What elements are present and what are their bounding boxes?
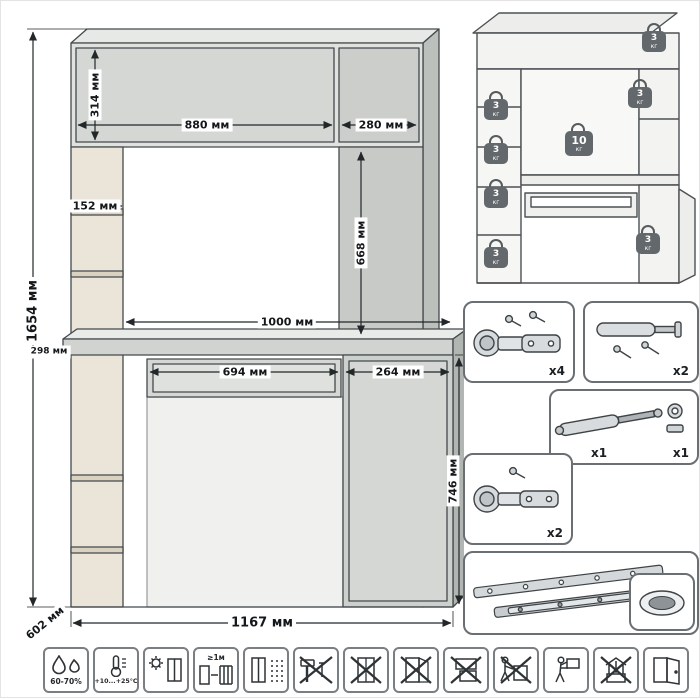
dim-drawer-width: 694 мм	[219, 365, 271, 379]
hinge-small-count: x2	[546, 526, 563, 540]
dim-shelf-depth: 152 мм	[69, 199, 121, 213]
person-carrying-icon	[555, 656, 580, 683]
care-icon-no-open-door-load	[393, 647, 439, 693]
person-dragging-crossed-icon	[500, 656, 532, 684]
hardware-hinges-small: x2	[463, 453, 573, 545]
hinge-large-count: x4	[548, 364, 565, 378]
hardware-dampers: x2	[583, 301, 699, 383]
dim-left-depth: 298 мм	[27, 345, 71, 359]
heater-distance-label: ≥1м	[207, 652, 225, 662]
gas-lift-count: x1	[591, 446, 608, 460]
sun-and-cabinet-icon	[149, 656, 182, 682]
dim-top-cabinet-height: 314 мм	[88, 69, 102, 121]
care-icon-no-dragging	[493, 647, 539, 693]
water-drops-icon	[52, 654, 80, 674]
care-icon-no-tipping	[343, 647, 389, 693]
care-icon-ventilation	[243, 647, 289, 693]
load-capacity-drawing	[472, 12, 696, 284]
open-cabinet-crossed-icon	[400, 656, 432, 684]
dim-top-right-width: 280 мм	[355, 118, 407, 132]
kettlebell-handle-icon	[633, 79, 647, 88]
kettlebell-handle-icon	[489, 135, 503, 144]
hammer-crossed-icon	[299, 656, 333, 684]
kettlebell-handle-icon	[647, 23, 661, 32]
care-icon-no-stacking	[443, 647, 489, 693]
kettlebell-handle-icon	[571, 123, 585, 132]
temperature-range-label: +10...+25°C	[94, 677, 138, 685]
damper-count: x2	[672, 364, 689, 378]
care-icon-no-direct-sunlight	[143, 647, 189, 693]
stacked-boxes-crossed-icon	[450, 656, 482, 684]
dim-top-door-width: 880 мм	[181, 118, 233, 132]
dim-overall-height: 1654 мм	[26, 277, 41, 345]
hardware-cable-grommet	[629, 573, 695, 631]
well-crossed-icon	[600, 656, 632, 684]
dim-desktop-width: 1000 мм	[257, 315, 317, 329]
dim-niche-height: 668 мм	[354, 217, 368, 269]
care-icon-no-hammering	[293, 647, 339, 693]
care-icon-open-door	[643, 647, 689, 693]
care-icon-carry-properly	[543, 647, 589, 693]
humidity-range-label: 60-70%	[50, 676, 82, 686]
kettlebell-handle-icon	[489, 179, 503, 188]
care-icon-heater-distance: ≥1м	[193, 647, 239, 693]
kettlebell-handle-icon	[641, 225, 655, 234]
care-icon-humidity: 60-70%	[43, 647, 89, 693]
care-icon-temperature: +10...+25°C	[93, 647, 139, 693]
radiator-distance-icon	[199, 664, 233, 685]
kettlebell-handle-icon	[489, 239, 503, 248]
hardware-gas-lift: x1 x1	[549, 389, 699, 465]
dim-overall-width: 1167 мм	[228, 616, 296, 630]
hardware-hinges-large: x4	[463, 301, 575, 383]
hinge-icon	[473, 310, 561, 357]
gas-lift-icon	[554, 403, 684, 437]
dim-cabinet-width: 264 мм	[372, 365, 424, 379]
care-icon-strip: 60-70% +10...+25°C ≥	[43, 647, 689, 693]
cabinet-and-vents-icon	[251, 657, 283, 683]
kettlebell-handle-icon	[489, 91, 503, 100]
hinge-icon	[473, 466, 559, 513]
dim-desk-height: 746 мм	[446, 455, 460, 507]
cabinet-crossed-icon	[350, 656, 382, 684]
grommet-icon	[639, 590, 685, 616]
care-icon-no-moisture-well	[593, 647, 639, 693]
thermometer-icon	[110, 654, 126, 677]
furniture-dimension-drawing	[27, 28, 464, 639]
damper-icon	[596, 321, 682, 359]
fittings-count: x1	[672, 446, 689, 460]
open-door-icon	[653, 657, 680, 685]
